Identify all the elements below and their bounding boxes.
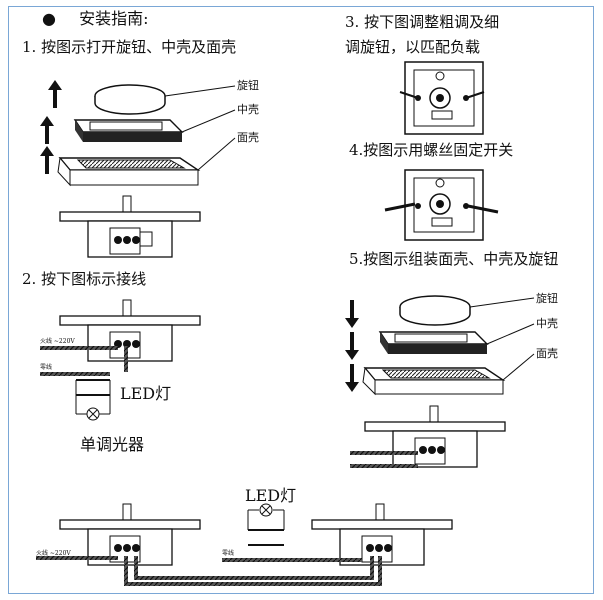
step-2-text: 2. 按下图标示接线	[22, 270, 147, 288]
step-4-text: 4.按图示用螺丝固定开关	[349, 141, 514, 159]
step1-knob	[94, 84, 236, 115]
label-middle-shell-5: 中壳	[536, 317, 558, 330]
step5-switch-base	[350, 405, 506, 468]
label-knob-1: 旋钮	[237, 79, 259, 92]
step-1-text: 1. 按图示打开旋钮、中壳及面壳	[22, 38, 237, 56]
step1-up-arrows	[40, 80, 62, 174]
step5-down-arrows	[345, 300, 359, 392]
step-5-text: 5.按图示组装面壳、中壳及旋钮	[349, 250, 559, 268]
step5-middle-shell	[378, 323, 535, 354]
label-middle-shell-1: 中壳	[237, 103, 259, 116]
step1-middle-shell	[73, 109, 236, 142]
page-title: ● 安装指南:	[42, 11, 148, 27]
step2-switch	[59, 299, 201, 362]
step1-switch-base	[59, 195, 201, 258]
led-lamp-label-2: LED灯	[120, 384, 172, 403]
step-3-text-line2: 调旋钮，以匹配负载	[345, 38, 481, 56]
label-face-shell-5: 面壳	[536, 347, 558, 360]
label-knob-5: 旋钮	[536, 292, 558, 305]
bottom-switch-left	[59, 503, 201, 566]
step5-face-shell	[362, 353, 535, 396]
step5-knob	[399, 295, 535, 326]
step1-face-shell	[57, 137, 236, 187]
single-dimmer-label: 单调光器	[80, 435, 145, 454]
step2-wires	[40, 346, 128, 421]
neutral-wire-label-bottom: 零线	[222, 550, 235, 557]
step4-switch-front	[384, 169, 499, 241]
bottom-wires	[36, 556, 382, 586]
step3-switch-front	[399, 61, 485, 135]
page-border	[8, 6, 594, 594]
bottom-switch-right	[311, 503, 453, 566]
title-text: 安装指南:	[79, 9, 149, 28]
title-bullet: ●	[42, 9, 56, 28]
neutral-wire-label-2: 零线	[40, 364, 53, 371]
bottom-led-lamp	[247, 503, 285, 546]
step-3-text-line1: 3. 按下图调整粗调及细	[345, 13, 500, 31]
live-wire-label-2: 火线 ~220V	[40, 338, 75, 345]
live-wire-label-bottom: 火线 ~220V	[36, 550, 71, 557]
led-lamp-label-bottom: LED灯	[245, 486, 297, 505]
label-face-shell-1: 面壳	[237, 131, 259, 144]
